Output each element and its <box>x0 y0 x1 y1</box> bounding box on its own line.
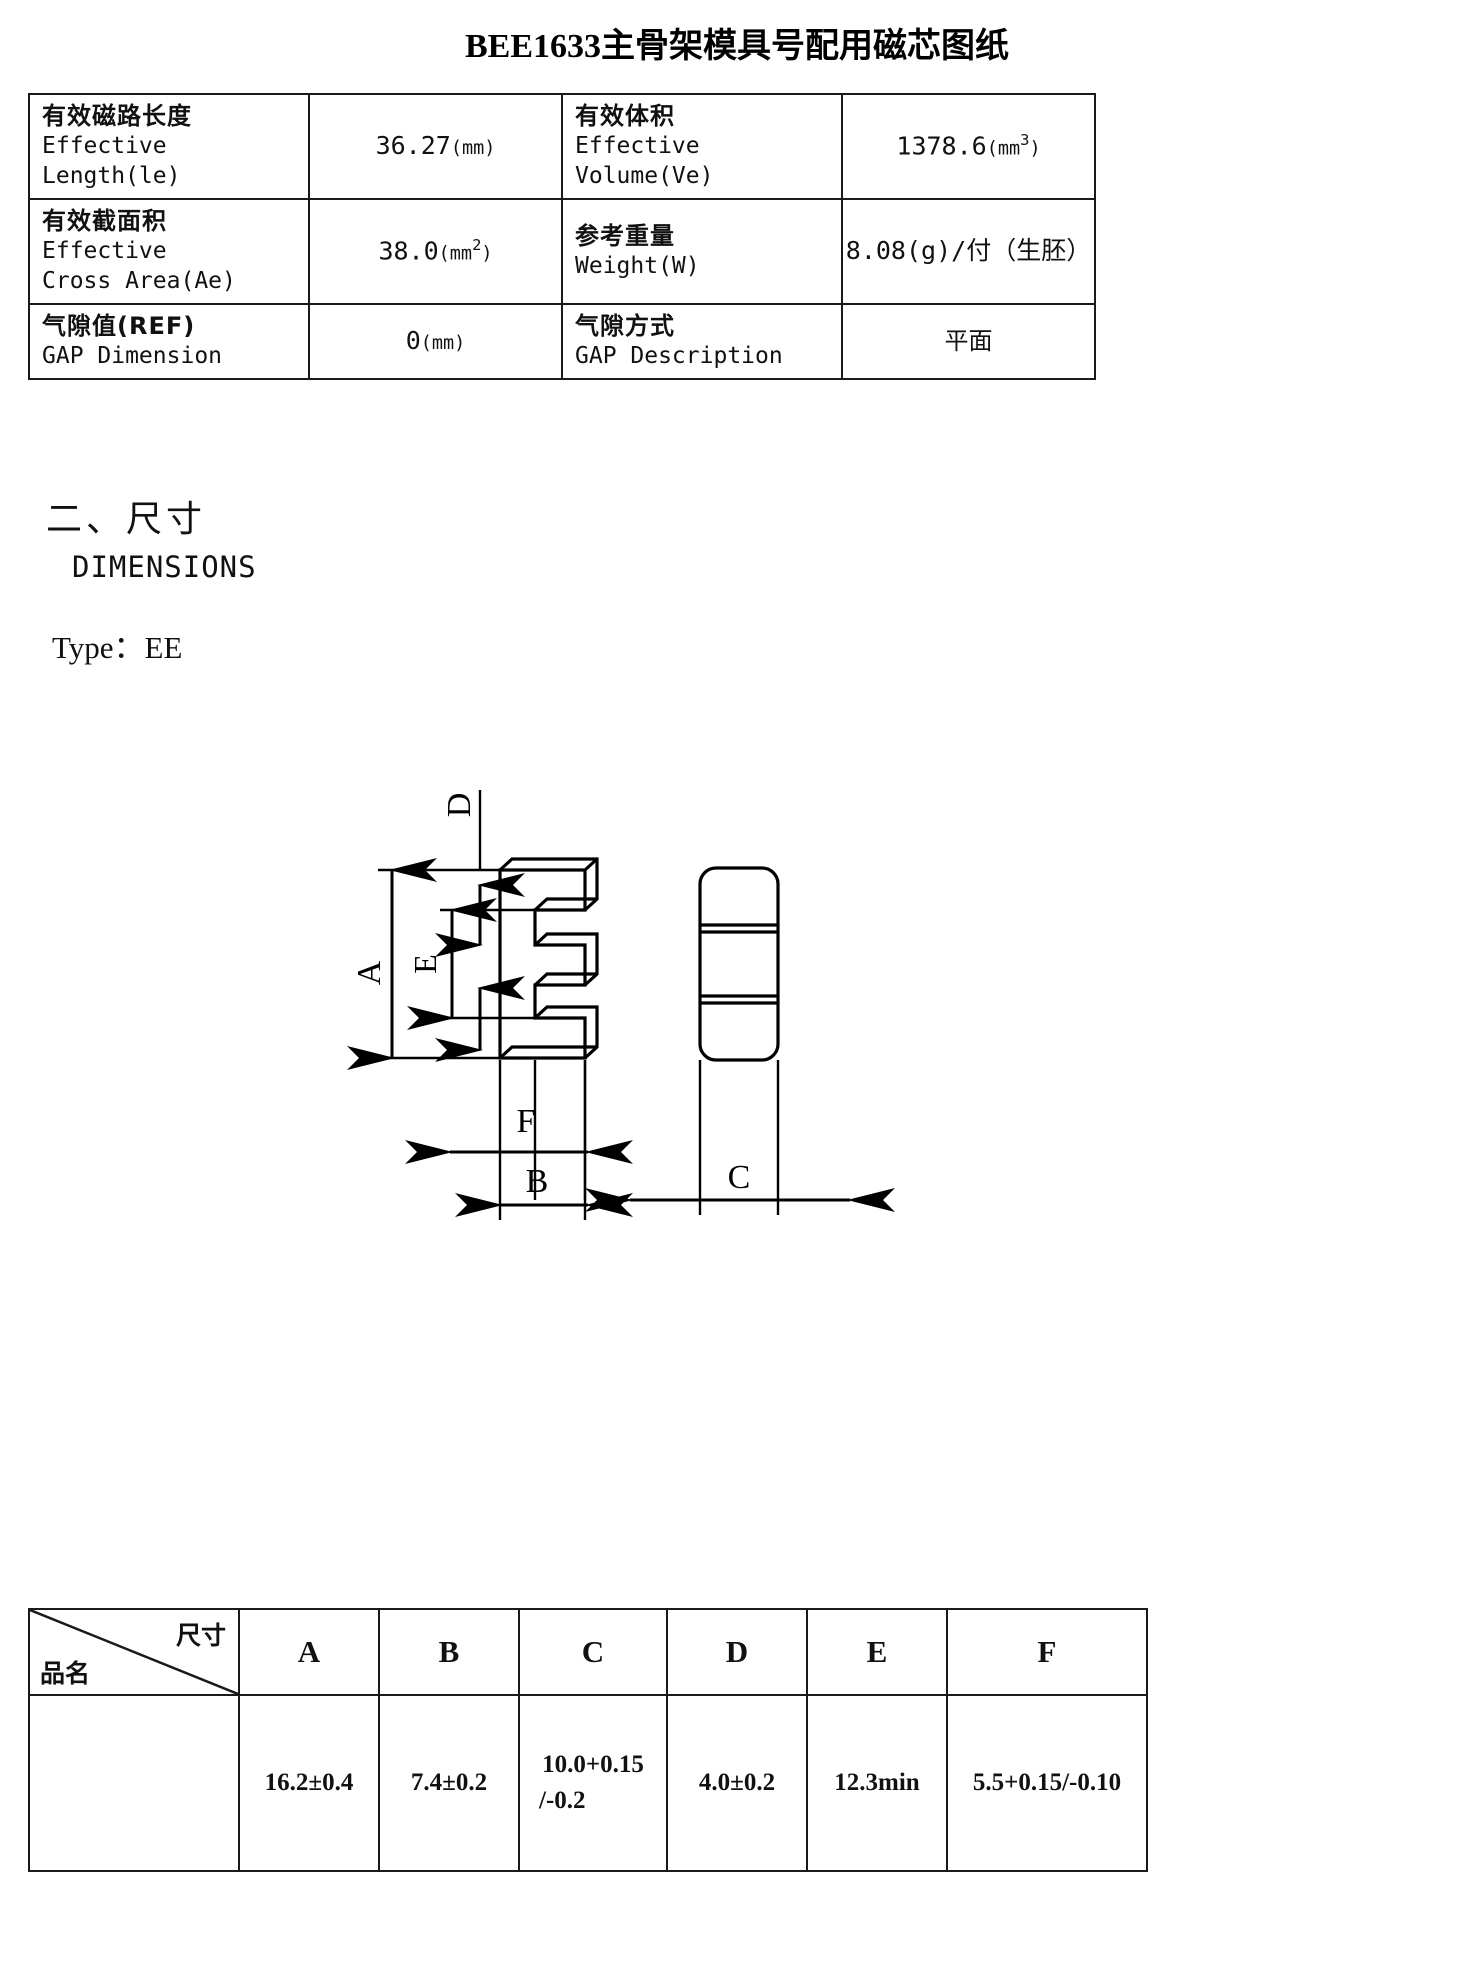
effective-volume-unit: (mm <box>986 138 1021 160</box>
effective-volume-label-en1: Effective <box>575 133 700 160</box>
dimension-label-e: E <box>407 954 443 974</box>
dimension-value-e: 12.3min <box>806 1694 948 1872</box>
dimensions-table: 尺寸 品名 A B C D E F 16.2±0.4 7.4±0.2 10.0+… <box>28 1608 1148 1872</box>
dimension-value-a: 16.2±0.4 <box>238 1694 380 1872</box>
gap-dimension-label-cell: 气隙值(REF) GAP Dimension <box>28 302 310 381</box>
dimensions-header-f: F <box>946 1608 1148 1696</box>
dimensions-header-d: D <box>666 1608 808 1696</box>
dimension-label-d: D <box>441 793 478 818</box>
effective-volume-value: 1378.6 <box>896 131 987 161</box>
dimension-value-c-line1: 10.0+0.15 <box>542 1750 644 1778</box>
effective-area-unit-close: ) <box>481 243 493 265</box>
dimensions-header-row: 尺寸 品名 A B C D E F <box>28 1608 1148 1696</box>
gap-dimension-value-cell: 0(mm) <box>308 302 563 381</box>
dimension-value-c: 10.0+0.15 /-0.2 <box>518 1694 668 1872</box>
section-subheading-dimensions: DIMENSIONS <box>72 550 257 584</box>
effective-area-label-cn: 有效截面积 <box>42 206 167 235</box>
dimension-label-a: A <box>351 960 388 985</box>
dimensions-header-e: E <box>806 1608 948 1696</box>
effective-volume-unit-exponent: 3 <box>1020 131 1030 150</box>
dimension-label-f: F <box>517 1103 536 1140</box>
effective-length-label-en1: Effective <box>42 133 167 160</box>
gap-dimension-label-cn: 气隙值(REF) <box>42 311 196 340</box>
weight-value-cell: 8.08(g)/付（生胚） <box>841 197 1096 305</box>
weight-label-cn: 参考重量 <box>575 221 675 250</box>
effective-area-unit-exponent: 2 <box>472 236 482 255</box>
dimension-label-b: B <box>526 1163 549 1200</box>
effective-volume-label-en2: Volume(Ve) <box>575 163 714 190</box>
effective-length-label-cell: 有效磁路长度 Effective Length(le) <box>28 93 310 200</box>
gap-dimension-unit: (mm) <box>420 333 466 355</box>
effective-area-label-en2: Cross Area(Ae) <box>42 268 236 295</box>
effective-length-value: 36.27 <box>375 131 451 161</box>
effective-area-unit: (mm <box>438 243 473 265</box>
effective-volume-unit-close: ) <box>1029 138 1041 160</box>
effective-length-label-en2: Length(le) <box>42 163 181 190</box>
table-row: 16.2±0.4 7.4±0.2 10.0+0.15 /-0.2 4.0±0.2… <box>28 1694 1148 1872</box>
magnetic-properties-table: 有效磁路长度 Effective Length(le) 36.27(mm) 有效… <box>28 93 1096 381</box>
effective-area-value: 38.0 <box>378 236 439 266</box>
table-row: 有效截面积 Effective Cross Area(Ae) 38.0(mm2)… <box>28 197 1096 305</box>
dimension-value-b: 7.4±0.2 <box>378 1694 520 1872</box>
gap-description-value-cell: 平面 <box>841 302 1096 381</box>
gap-description-label-cn: 气隙方式 <box>575 311 675 340</box>
weight-label-cell: 参考重量 Weight(W) <box>561 197 843 305</box>
effective-volume-value-cell: 1378.6(mm3) <box>841 93 1096 200</box>
dimensions-header-c: C <box>518 1608 668 1696</box>
effective-area-label-cell: 有效截面积 Effective Cross Area(Ae) <box>28 197 310 305</box>
effective-volume-label-cn: 有效体积 <box>575 102 675 130</box>
corner-label-product-name: 品名 <box>40 1659 91 1688</box>
effective-area-value-cell: 38.0(mm2) <box>308 197 563 305</box>
corner-label-dimension: 尺寸 <box>175 1621 226 1650</box>
gap-dimension-label-en1: GAP Dimension <box>42 343 223 370</box>
dimensions-corner-cell: 尺寸 品名 <box>28 1608 240 1696</box>
gap-description-label-cell: 气隙方式 GAP Description <box>561 302 843 381</box>
dimensions-header-b: B <box>378 1608 520 1696</box>
dimension-value-c-line2: /-0.2 <box>539 1787 586 1814</box>
core-type-label: Type：EE <box>52 630 183 665</box>
dimension-value-d: 4.0±0.2 <box>666 1694 808 1872</box>
effective-length-label-cn: 有效磁路长度 <box>42 102 192 130</box>
dimensions-header-a: A <box>238 1608 380 1696</box>
table-row: 气隙值(REF) GAP Dimension 0(mm) 气隙方式 GAP De… <box>28 302 1096 381</box>
gap-description-label-en1: GAP Description <box>575 343 783 370</box>
page-title: BEE1633主骨架模具号配用磁芯图纸 <box>464 28 1010 65</box>
effective-length-value-cell: 36.27(mm) <box>308 93 563 200</box>
effective-length-unit: (mm) <box>450 138 496 160</box>
weight-label-en1: Weight(W) <box>575 253 700 280</box>
dimension-label-c: C <box>728 1159 751 1196</box>
effective-volume-label-cell: 有效体积 Effective Volume(Ve) <box>561 93 843 200</box>
corner-diagonal-line <box>30 1610 238 1694</box>
ee-core-technical-drawing: A E D F B C <box>330 760 1150 1240</box>
table-row: 有效磁路长度 Effective Length(le) 36.27(mm) 有效… <box>28 93 1096 200</box>
dimension-value-f: 5.5+0.15/-0.10 <box>946 1694 1148 1872</box>
gap-dimension-value: 0 <box>405 326 421 356</box>
effective-area-label-en1: Effective <box>42 238 167 265</box>
section-heading-dimensions: 二、尺寸 <box>46 499 207 540</box>
dimensions-product-name-cell <box>28 1694 240 1872</box>
